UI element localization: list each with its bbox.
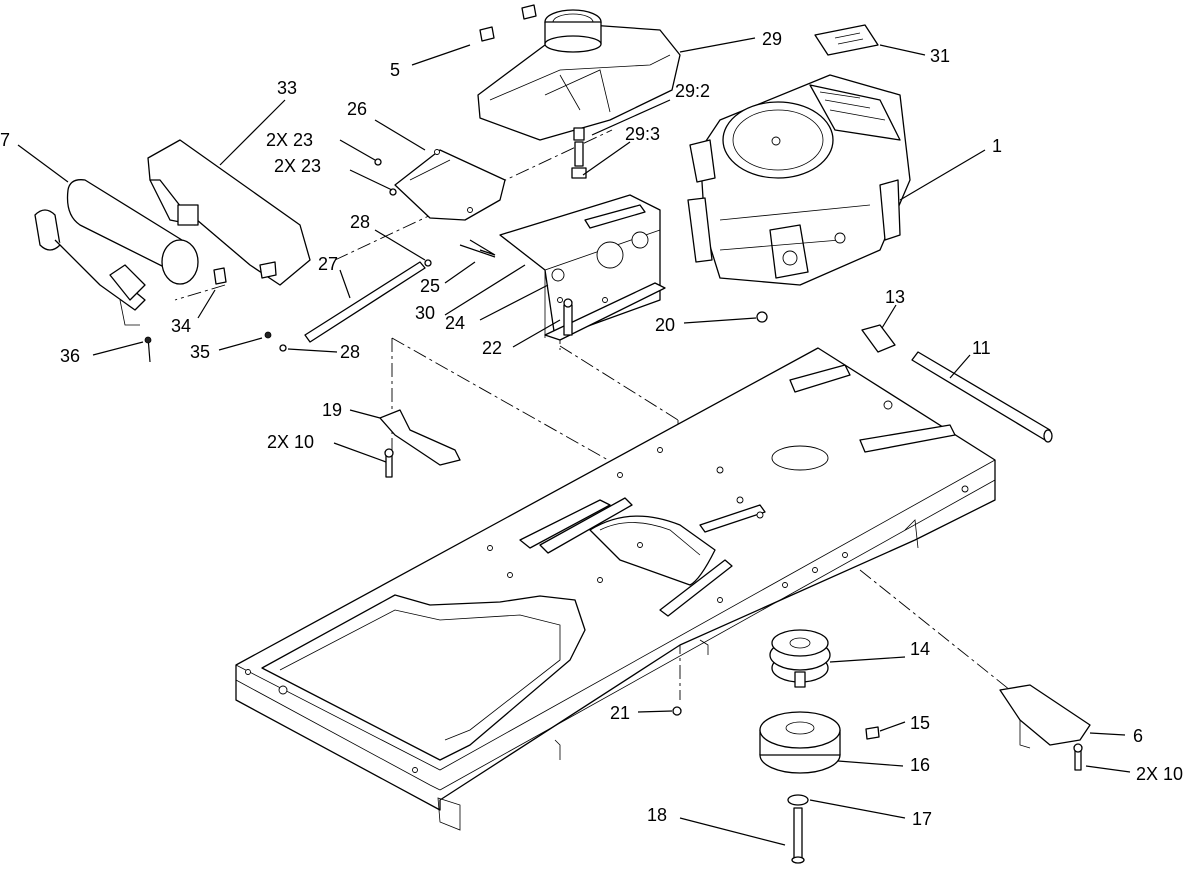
callout-24: 24	[445, 313, 465, 333]
nut-20	[756, 311, 768, 323]
chassis-frame	[235, 347, 996, 831]
hose-11	[911, 351, 1053, 443]
muffler	[34, 179, 199, 326]
callout-11: 11	[972, 338, 991, 358]
callout-27: 27	[318, 254, 338, 274]
callout-20: 20	[655, 315, 675, 335]
callout-35: 35	[190, 342, 210, 362]
callout-5: 5	[390, 60, 400, 80]
callout-26: 26	[347, 99, 367, 119]
callout-18: 18	[647, 805, 667, 825]
fitting-13	[861, 324, 896, 353]
pulley	[769, 629, 831, 688]
callout-15: 15	[910, 713, 930, 733]
foam-pad	[521, 4, 537, 20]
callout-labels: 1 5 29 31 29:2 29:3 33 7 26 2X 23 2X 23 …	[0, 29, 1183, 829]
rod	[304, 261, 426, 343]
callout-33: 33	[277, 78, 297, 98]
callout-10b: 2X 10	[1136, 764, 1183, 784]
callout-22: 22	[482, 338, 502, 358]
callout-21: 21	[610, 703, 630, 723]
bracket-6	[999, 684, 1091, 771]
leader-lines	[17, 37, 1131, 846]
callout-16: 16	[910, 755, 930, 775]
clip-and-line	[459, 239, 496, 258]
callout-1: 1	[992, 136, 1002, 156]
callout-6: 6	[1133, 726, 1143, 746]
callout-7: 7	[0, 130, 10, 150]
callout-10a: 2X 10	[267, 432, 314, 452]
callout-25: 25	[420, 276, 440, 296]
callout-14: 14	[910, 639, 930, 659]
fuel-tank	[477, 4, 681, 141]
callout-23a: 2X 23	[266, 130, 313, 150]
callout-13: 13	[885, 287, 905, 307]
nut-21	[672, 706, 682, 716]
bracket-19	[379, 409, 461, 478]
tank-fittings	[571, 127, 587, 179]
isolator	[213, 261, 277, 285]
engine	[687, 74, 911, 286]
callout-23b: 2X 23	[274, 156, 321, 176]
screws-23	[374, 158, 397, 196]
callout-19: 19	[322, 400, 342, 420]
engine-mount-plate	[499, 194, 666, 341]
callout-29: 29	[762, 29, 782, 49]
callout-29-3: 29:3	[625, 124, 660, 144]
tank-bracket	[394, 149, 506, 221]
small-hardware	[144, 259, 432, 363]
callout-28b: 28	[340, 342, 360, 362]
callout-29-2: 29:2	[675, 81, 710, 101]
callout-28a: 28	[350, 212, 370, 232]
muffler-guard	[147, 139, 311, 286]
callout-31: 31	[930, 46, 950, 66]
washer-bolt	[787, 794, 809, 864]
callout-36: 36	[60, 346, 80, 366]
foam-pad	[479, 26, 495, 42]
callout-17: 17	[912, 809, 932, 829]
callout-30: 30	[415, 303, 435, 323]
bolt-22	[563, 298, 573, 336]
decal	[814, 24, 879, 56]
clutch	[759, 711, 880, 774]
callout-34: 34	[171, 316, 191, 336]
